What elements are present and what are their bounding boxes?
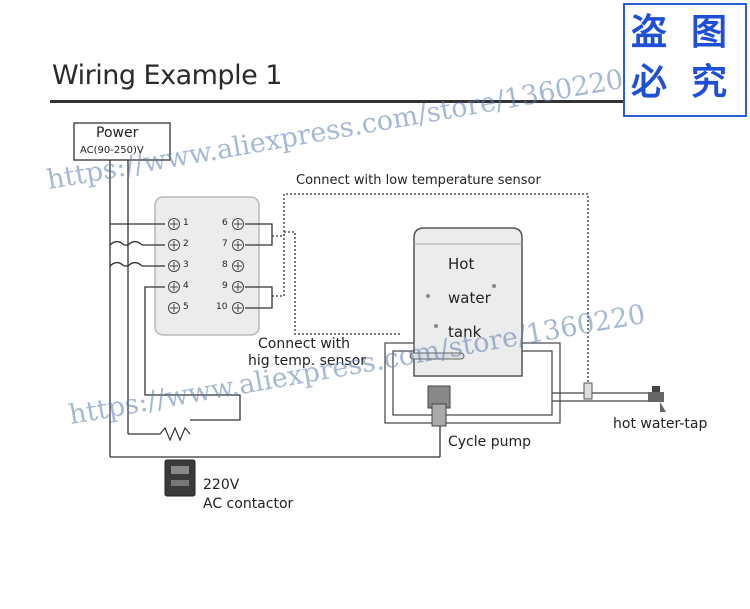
- terminal-label-2: 2: [183, 239, 189, 249]
- temp-sensor-probe: [583, 382, 593, 400]
- ac-contactor-icon: [164, 459, 196, 497]
- sensor-wires: [272, 193, 589, 385]
- power-label: Power: [96, 125, 139, 141]
- terminal-label-9: 9: [222, 281, 228, 291]
- seal-char-1: 盗: [631, 12, 668, 53]
- hot-water-tank: [409, 227, 523, 377]
- screw-slots: [170, 220, 242, 312]
- tank-label-water: water: [448, 289, 491, 307]
- power-box: [73, 122, 171, 161]
- power-wires: [109, 160, 441, 458]
- title-rule: [50, 100, 720, 103]
- terminal-label-5: 5: [183, 302, 189, 312]
- high-temp-sensor-label-2: hig temp. sensor: [248, 353, 367, 369]
- tank-label-tank: tank: [448, 323, 482, 341]
- seal-char-3: 必: [631, 62, 668, 103]
- seal-char-4: 究: [691, 62, 728, 103]
- water-tap-icon: [648, 386, 666, 412]
- terminal-label-6: 6: [222, 218, 228, 228]
- high-temp-sensor-label-1: Connect with: [258, 336, 351, 352]
- terminal-label-4: 4: [183, 281, 189, 291]
- cycle-pump: [427, 385, 451, 427]
- terminal-label-1: 1: [183, 218, 189, 228]
- coil-symbol: [159, 426, 191, 442]
- seal-char-2: 图: [691, 12, 728, 53]
- tank-label-hot: Hot: [448, 255, 475, 273]
- hot-water-tap-label: hot water-tap: [613, 416, 708, 432]
- terminal-label-8: 8: [222, 260, 228, 270]
- terminal-loops: [245, 223, 273, 309]
- power-range-label: AC(90-250)V: [80, 145, 144, 156]
- terminal-label-7: 7: [222, 239, 228, 249]
- contactor-label: AC contactor: [203, 496, 294, 512]
- terminal-label-3: 3: [183, 260, 189, 270]
- copyright-seal: 盗 图 必 究: [623, 3, 747, 117]
- terminal-label-10: 10: [216, 302, 228, 312]
- cycle-pump-label: Cycle pump: [448, 434, 531, 450]
- page-title: Wiring Example 1: [52, 60, 282, 91]
- low-temp-sensor-label: Connect with low temperature sensor: [296, 173, 541, 188]
- contactor-voltage-label: 220V: [203, 477, 240, 493]
